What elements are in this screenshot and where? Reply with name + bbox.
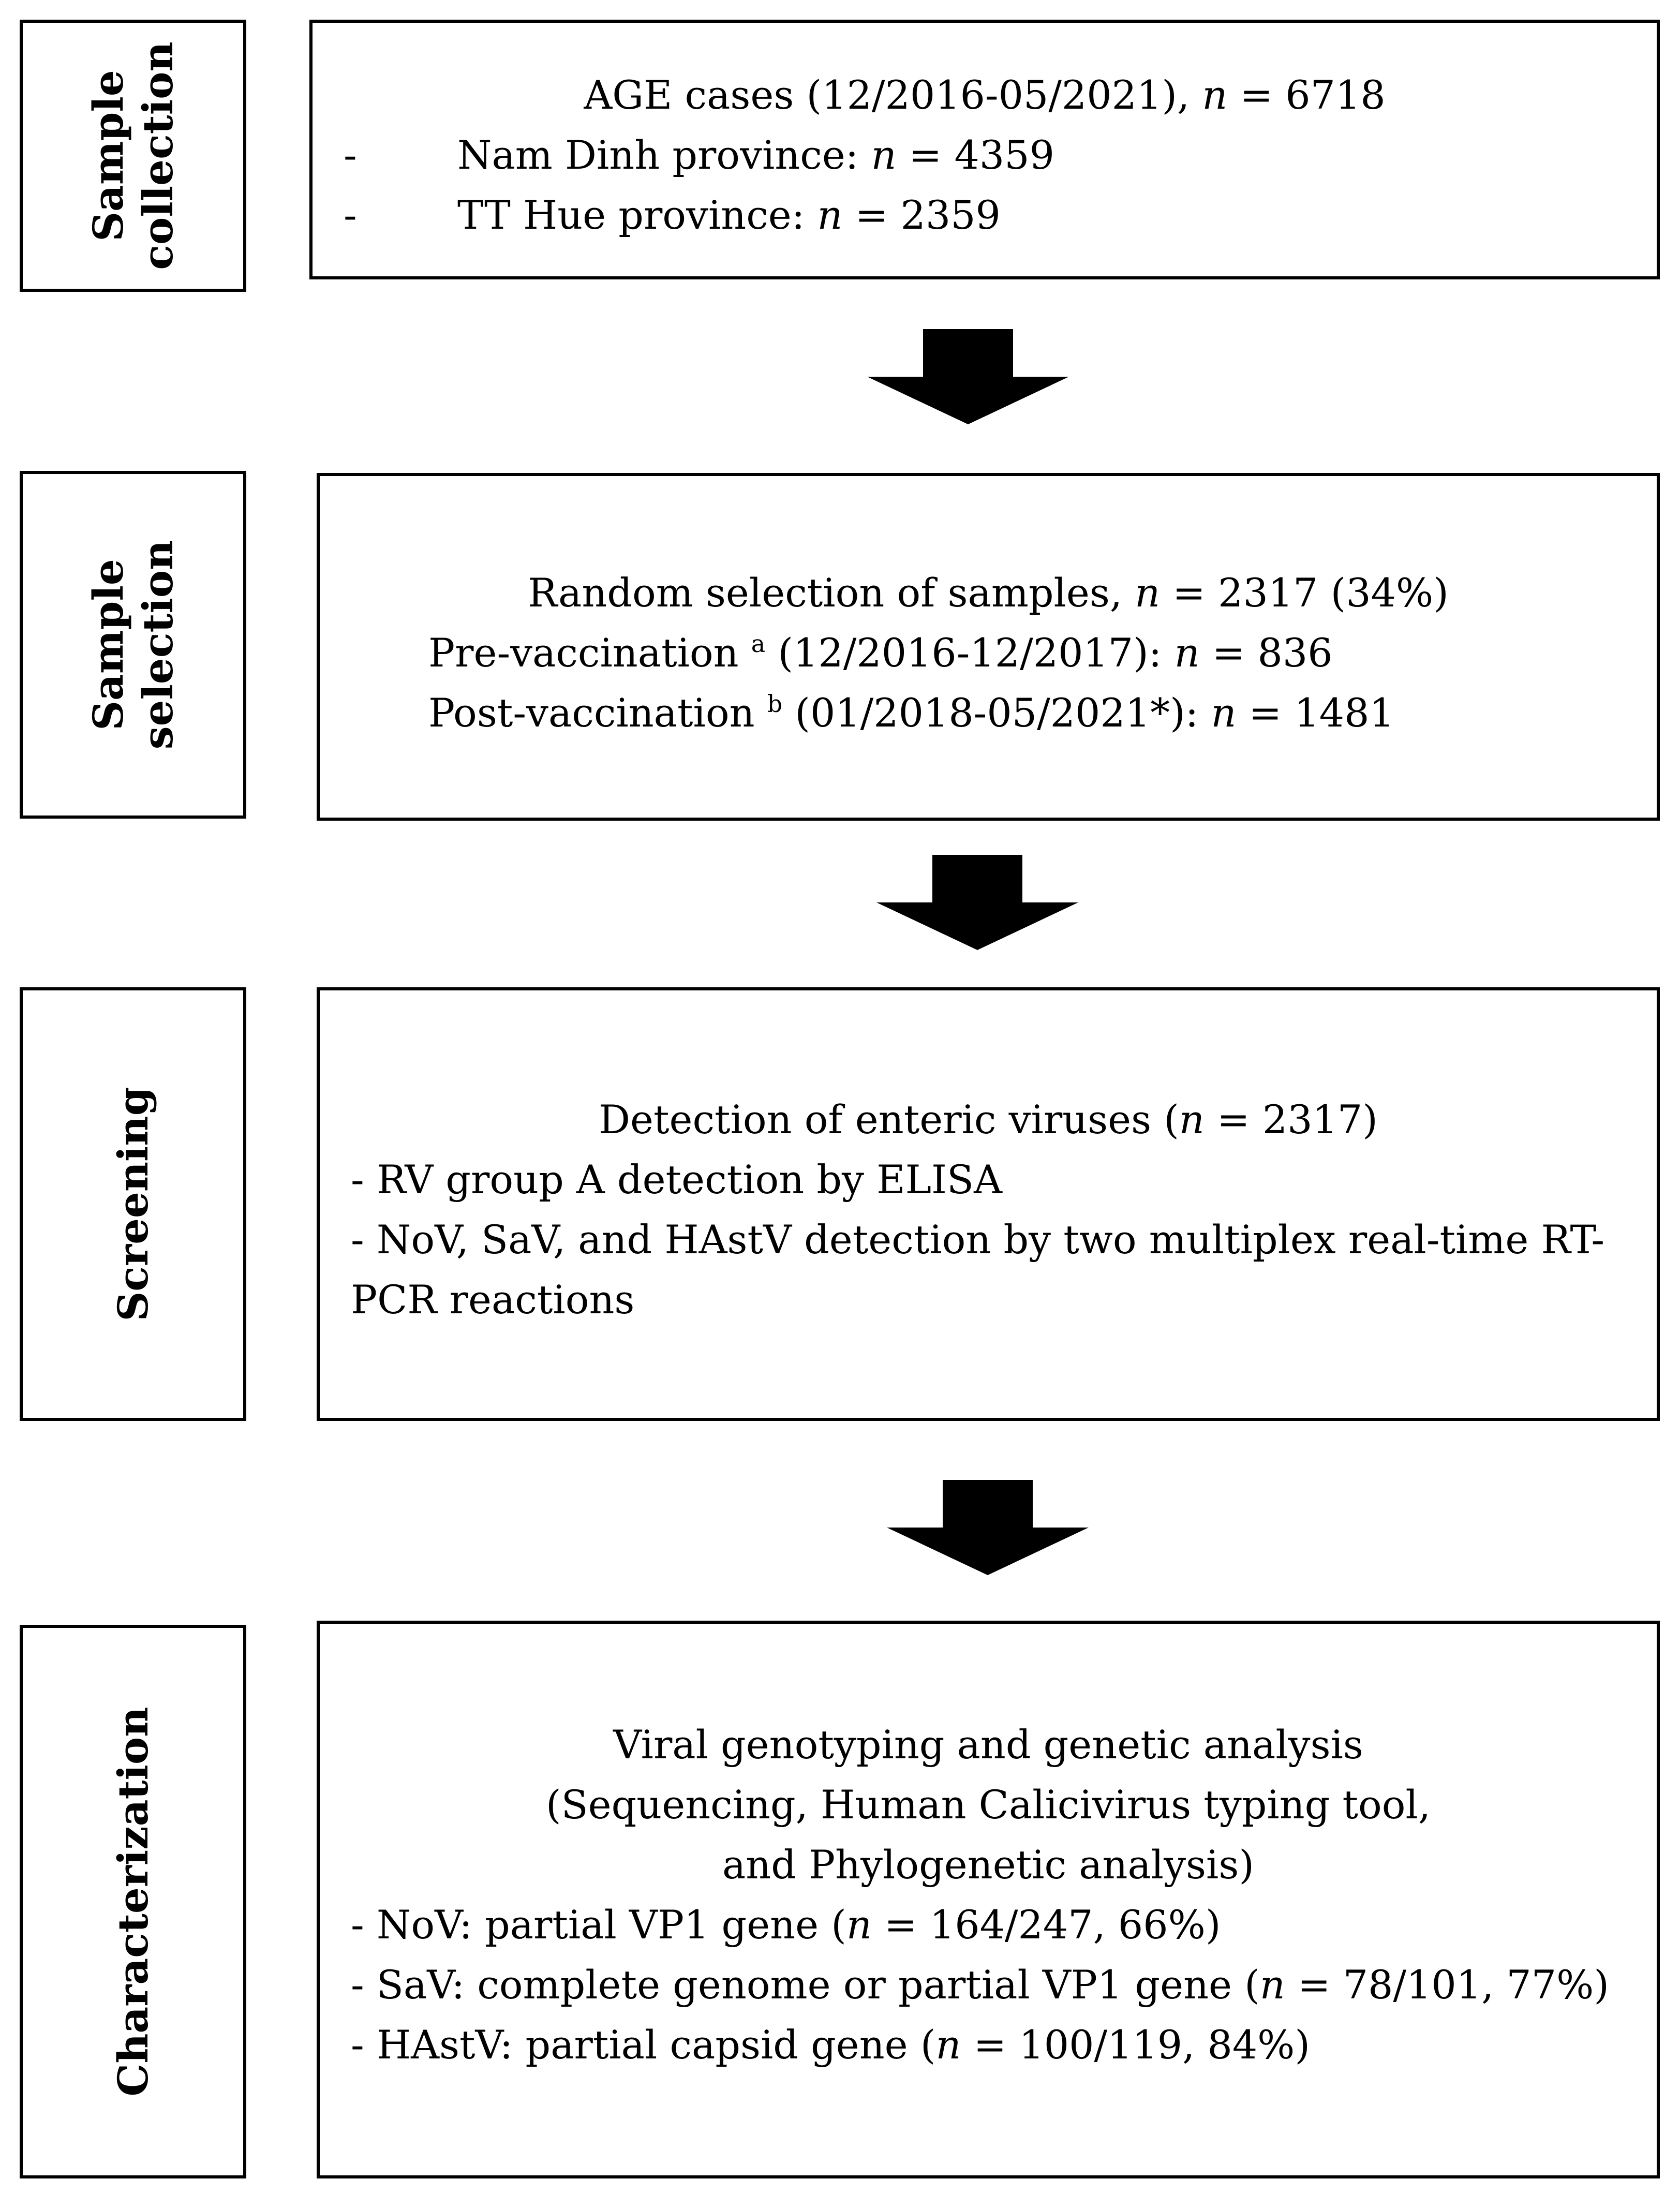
stage-label-sample-collection: Sample collection: [84, 41, 182, 270]
stage-title: AGE cases (12/2016-05/2021), n = 6718: [584, 72, 1386, 118]
content-box-sample-selection: Random selection of samples, n = 2317 (3…: [317, 473, 1660, 821]
stage-title: Detection of enteric viruses (n = 2317): [599, 1096, 1378, 1143]
stage-label-characterization: Characterization: [109, 1707, 157, 2097]
list-item: -Nam Dinh province: n = 4359: [344, 132, 1054, 178]
content-box-screening: Detection of enteric viruses (n = 2317) …: [317, 987, 1660, 1421]
stage-label-box-sample-collection: Sample collection: [20, 20, 246, 292]
flow-arrow-3: [887, 1480, 1089, 1575]
list-item: -TT Hue province: n = 2359: [344, 192, 1001, 238]
stage-label-screening: Screening: [109, 1087, 157, 1322]
list-item: PCR reactions: [351, 1277, 635, 1323]
list-item: - SaV: complete genome or partial VP1 ge…: [351, 1962, 1610, 2008]
list-item: Pre-vaccination a (12/2016-12/2017): n =…: [428, 630, 1333, 676]
stage-title: and Phylogenetic analysis): [722, 1842, 1255, 1888]
list-item: - RV group A detection by ELISA: [351, 1157, 1003, 1203]
list-item: - NoV: partial VP1 gene (n = 164/247, 66…: [351, 1902, 1221, 1948]
list-item: - NoV, SaV, and HAstV detection by two m…: [351, 1217, 1605, 1263]
list-item: - HAstV: partial capsid gene (n = 100/11…: [351, 2022, 1311, 2068]
stage-label-box-sample-selection: Sample selection: [20, 471, 246, 819]
flow-arrow-2: [876, 855, 1078, 950]
stage-label-box-characterization: Characterization: [20, 1625, 246, 2178]
stage-title: Random selection of samples, n = 2317 (3…: [528, 570, 1449, 616]
stage-title: Viral genotyping and genetic analysis: [613, 1722, 1363, 1768]
flow-arrow-1: [867, 329, 1069, 424]
stage-label-sample-selection: Sample selection: [84, 540, 182, 750]
content-box-sample-collection: AGE cases (12/2016-05/2021), n = 6718 -N…: [309, 20, 1660, 279]
content-box-characterization: Viral genotyping and genetic analysis (S…: [317, 1621, 1660, 2178]
stage-title: (Sequencing, Human Calicivirus typing to…: [545, 1782, 1431, 1828]
list-item: Post-vaccination b (01/2018-05/2021*): n…: [428, 690, 1394, 736]
stage-label-box-screening: Screening: [20, 987, 246, 1421]
